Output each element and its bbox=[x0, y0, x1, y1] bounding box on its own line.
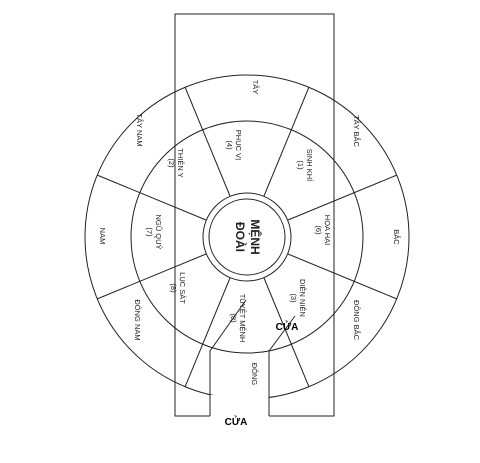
svg-text:HỌA HẠI: HỌA HẠI bbox=[323, 215, 332, 245]
center-line1: MỆNH bbox=[248, 219, 263, 254]
star-west: PHỤC VỊ (4) bbox=[225, 130, 243, 160]
door-label-inner: CỬA bbox=[276, 320, 299, 333]
direction-west: TÂY bbox=[251, 80, 260, 95]
direction-southwest: TÂY NAM bbox=[135, 113, 144, 146]
svg-text:THIÊN Y: THIÊN Y bbox=[176, 148, 185, 177]
door-label-main: CỬA bbox=[225, 415, 248, 428]
svg-text:SINH KHÍ: SINH KHÍ bbox=[305, 149, 314, 182]
star-south: NGŨ QUỶ (7) bbox=[145, 214, 163, 249]
direction-southeast: ĐÔNG NAM bbox=[133, 299, 142, 340]
sector-dividers bbox=[96, 86, 398, 388]
direction-northeast: ĐÔNG BẮC bbox=[352, 300, 361, 341]
svg-text:(4): (4) bbox=[225, 140, 234, 150]
direction-northwest: TÂY BẮC bbox=[352, 115, 361, 148]
svg-text:(7): (7) bbox=[145, 227, 154, 237]
svg-text:(3): (3) bbox=[289, 293, 298, 303]
direction-north: BẮC bbox=[392, 229, 401, 245]
direction-south: NAM bbox=[98, 228, 107, 245]
svg-text:(8): (8) bbox=[169, 283, 178, 293]
svg-text:(6): (6) bbox=[314, 225, 323, 235]
center-ring-outer bbox=[202, 192, 292, 282]
star-northeast: DIÊN NIÊN (3) bbox=[289, 279, 307, 317]
direction-east: ĐÔNG bbox=[250, 363, 259, 386]
svg-text:(8): (8) bbox=[229, 313, 238, 323]
star-north: HỌA HẠI (6) bbox=[314, 215, 332, 245]
center-line2: ĐOÀI bbox=[233, 222, 248, 252]
svg-text:TUYỆT MỆNH: TUYỆT MỆNH bbox=[238, 294, 247, 343]
svg-text:LỤC SÁT: LỤC SÁT bbox=[178, 272, 187, 304]
star-southwest: THIÊN Y (2) bbox=[167, 148, 185, 177]
svg-text:(1): (1) bbox=[296, 160, 305, 170]
house-outline bbox=[174, 13, 335, 417]
svg-text:PHỤC VỊ: PHỤC VỊ bbox=[234, 130, 243, 160]
door-lines bbox=[209, 299, 296, 419]
svg-text:(2): (2) bbox=[167, 158, 176, 168]
svg-text:NGŨ QUỶ: NGŨ QUỶ bbox=[154, 214, 163, 249]
star-east: TUYỆT MỆNH (8) bbox=[229, 294, 247, 343]
middle-ring bbox=[130, 120, 364, 354]
star-southeast: LỤC SÁT (8) bbox=[169, 272, 187, 304]
star-northwest: SINH KHÍ (1) bbox=[296, 149, 314, 182]
center-ring-inner bbox=[208, 198, 286, 276]
svg-text:DIÊN NIÊN: DIÊN NIÊN bbox=[298, 279, 307, 317]
